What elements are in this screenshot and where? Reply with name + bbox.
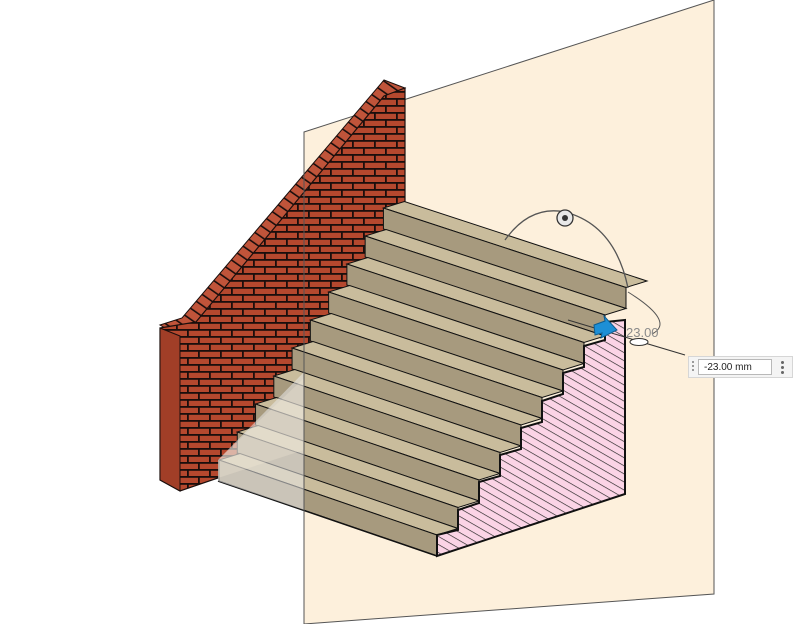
dimension-input[interactable] [698, 359, 772, 375]
dimension-input-box [688, 356, 793, 378]
more-options-icon[interactable] [778, 360, 786, 376]
push-pull-arrow-icon[interactable] [593, 314, 618, 339]
stair-front-tint [218, 372, 304, 510]
rotate-arc-tail [627, 291, 661, 335]
dimension-line [567, 319, 686, 356]
stair-base-edge [217, 480, 438, 557]
section-plane-front [218, 378, 304, 478]
dimension-label: 23.00 [626, 325, 659, 340]
rotate-handle-icon[interactable] [556, 209, 574, 227]
section-cut-face[interactable] [436, 318, 626, 558]
brick-wall-end[interactable] [159, 327, 181, 492]
dimension-handle[interactable] [629, 338, 649, 346]
drag-grip-icon[interactable] [691, 361, 695, 375]
staircase[interactable] [217, 200, 649, 557]
